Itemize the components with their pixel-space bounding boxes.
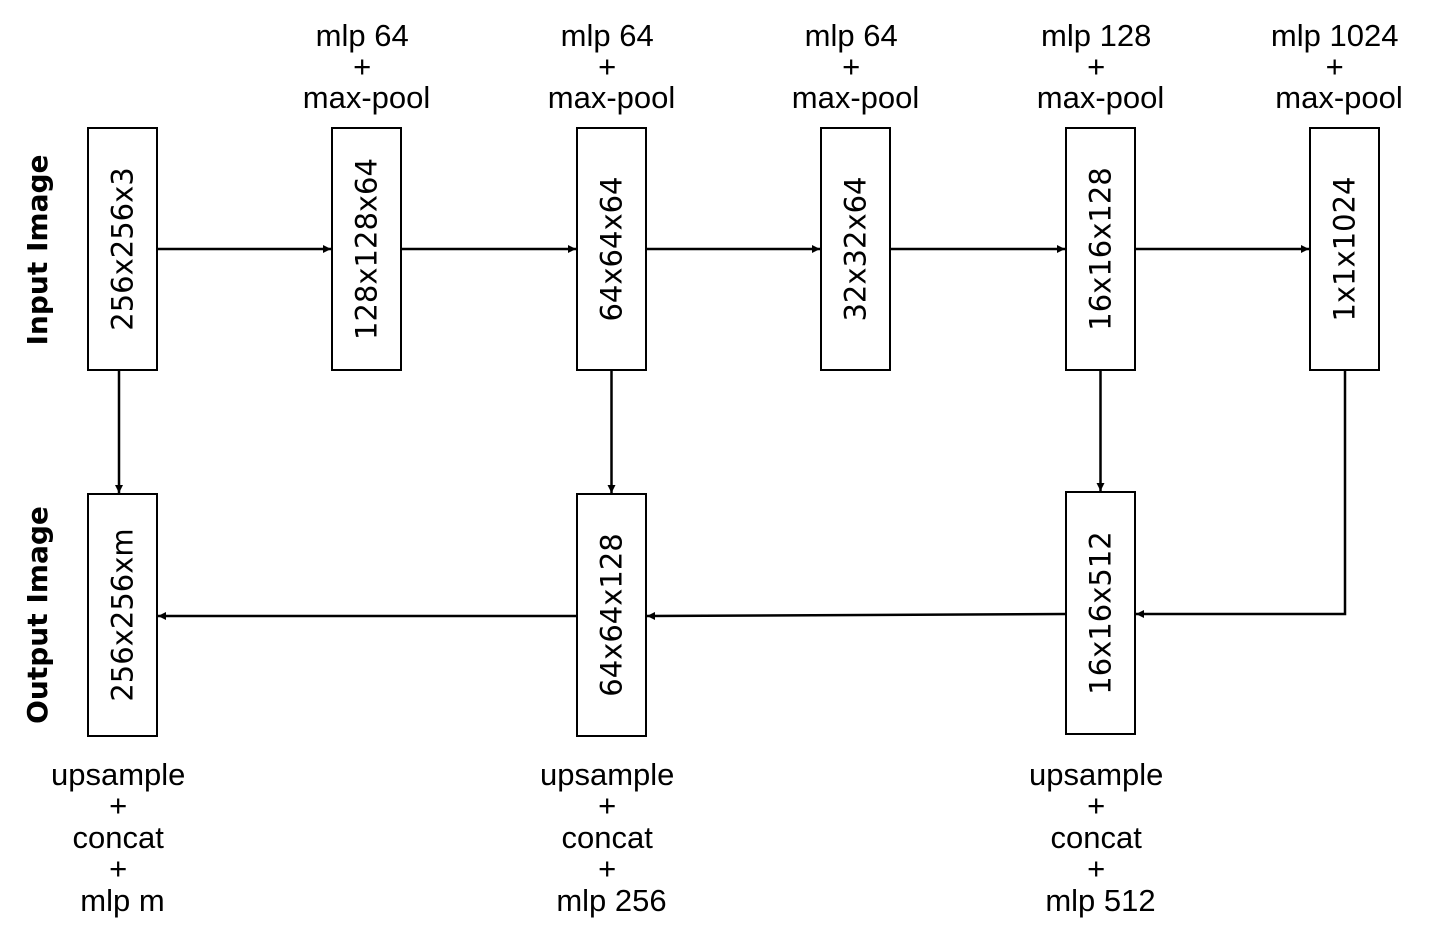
encoder-op-5: mlp 128 + max-pool <box>1037 18 1165 115</box>
decoder-shape-2: 64x64x128 <box>595 533 629 696</box>
decoder-op-1: upsample + concat + mlp m <box>51 757 194 918</box>
encoder-op-2: mlp 64 + max-pool <box>303 18 431 115</box>
encoder-shape-1: 256x256x3 <box>106 167 140 330</box>
encoder-block-4: 32x32x64 mlp 64 + max-pool <box>792 18 920 371</box>
encoder-shape-3: 64x64x64 <box>595 176 629 321</box>
decoder-block-3: 16x16x512 upsample + concat + mlp 512 <box>1029 491 1172 918</box>
encoder-op-3: mlp 64 + max-pool <box>548 18 676 115</box>
decoder-op-2: upsample + concat + mlp 256 <box>540 757 683 918</box>
encoder-box-3 <box>576 127 647 371</box>
encoder-block-6: 1x1x1024 mlp 1024 + max-pool <box>1271 18 1407 371</box>
encoder-box-6 <box>1309 127 1380 371</box>
encoder-op-6: mlp 1024 + max-pool <box>1271 18 1407 115</box>
input-image-label: Input Image <box>21 155 54 346</box>
encoder-shape-5: 16x16x128 <box>1084 167 1118 330</box>
decoder-block-1: 256x256xm upsample + concat + mlp m <box>51 493 194 918</box>
encoder-block-5: 16x16x128 mlp 128 + max-pool <box>1037 18 1165 371</box>
output-image-label: Output Image <box>21 506 54 724</box>
decoder-box-1 <box>87 493 158 737</box>
encoder-shape-2: 128x128x64 <box>350 158 384 340</box>
decoder-op-3: upsample + concat + mlp 512 <box>1029 757 1172 918</box>
encoder-shape-4: 32x32x64 <box>839 176 873 321</box>
encoder-block-3: 64x64x64 mlp 64 + max-pool <box>548 18 676 371</box>
arrow-global-feature <box>1136 370 1347 618</box>
encoder-block-2: 128x128x64 mlp 64 + max-pool <box>303 18 431 371</box>
encoder-block-1: 256x256x3 <box>87 127 158 371</box>
encoder-box-2 <box>331 127 402 371</box>
encoder-shape-6: 1x1x1024 <box>1328 176 1362 321</box>
encoder-op-4: mlp 64 + max-pool <box>792 18 920 115</box>
decoder-shape-3: 16x16x512 <box>1084 531 1118 694</box>
arrow-dec-3-to-2 <box>646 611 1067 620</box>
encoder-box-1 <box>87 127 158 371</box>
decoder-shape-1: 256x256xm <box>106 528 140 701</box>
decoder-box-3 <box>1065 491 1136 735</box>
decoder-block-2: 64x64x128 upsample + concat + mlp 256 <box>540 493 683 918</box>
